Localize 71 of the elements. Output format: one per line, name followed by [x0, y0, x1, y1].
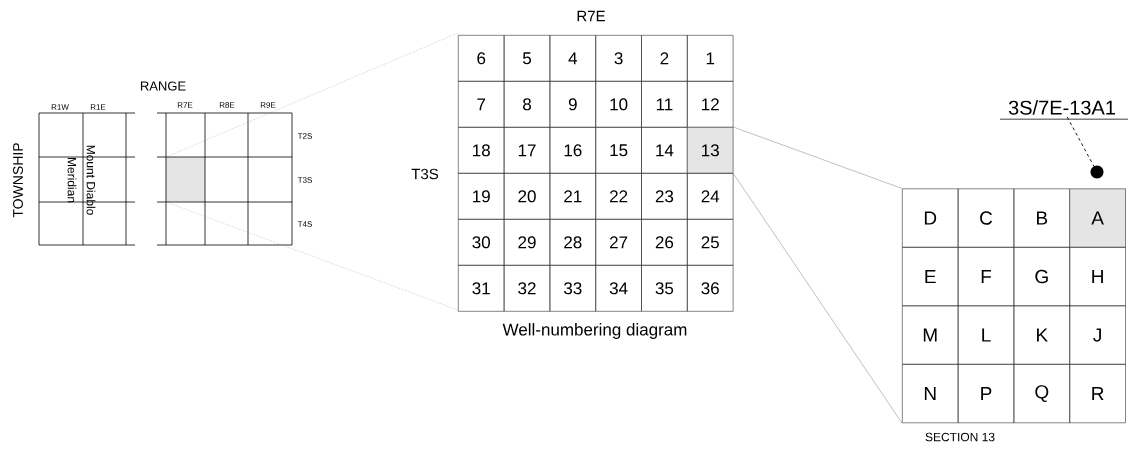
grid-cell: 9: [549, 81, 596, 128]
grid-cell: C: [957, 188, 1015, 248]
grid-cell: 7: [458, 81, 505, 128]
grid-cell: 10: [595, 81, 642, 128]
grid-cell: 24: [687, 173, 734, 220]
grid-cell: L: [957, 305, 1015, 365]
grid-cell: M: [902, 305, 959, 365]
grid-cell: 14: [641, 127, 688, 174]
grid-cell: A: [1069, 188, 1126, 248]
grid-cell: 26: [641, 219, 688, 266]
grid-label: Meridian: [67, 158, 77, 203]
grid-cell: 29: [503, 219, 551, 266]
grid-cell: 23: [641, 173, 688, 220]
grid-label: T3S: [411, 168, 439, 180]
grid-label: T4S: [297, 221, 312, 227]
grid-cell: Q: [1013, 364, 1070, 424]
grid-cell: 8: [503, 81, 551, 128]
grid-cell: 11: [641, 81, 688, 128]
grid-cell: P: [957, 364, 1015, 424]
grid-cell: 36: [687, 265, 734, 312]
grid-cell: 33: [549, 265, 596, 312]
grid-cell: K: [1013, 305, 1070, 365]
grid-cell: 21: [549, 173, 596, 220]
grid-cell: 34: [595, 265, 642, 312]
grid-label: R7E: [577, 10, 605, 22]
grid-cell: 22: [595, 173, 642, 220]
grid-cell: 5: [503, 35, 551, 82]
grid-label: Mount Diablo: [86, 145, 96, 215]
grid-cell: E: [902, 247, 959, 307]
grid-cell: 31: [458, 265, 505, 312]
grid-label: R7E: [177, 102, 193, 108]
grid-label: R8E: [219, 102, 235, 108]
grid-cell: 15: [595, 127, 642, 174]
grid-cell: 3: [595, 35, 642, 82]
grid-cell: 2: [641, 35, 688, 82]
leader-line: [1066, 116, 1095, 167]
grid-label: TOWNSHIP: [13, 143, 23, 218]
grid-cell: 12: [687, 81, 734, 128]
grid-label: SECTION 13: [925, 432, 995, 442]
grid-cell: 32: [503, 265, 551, 312]
grid-cell: 19: [458, 173, 505, 220]
callout-label: 3S/7E-13A1: [999, 100, 1129, 120]
grid-cell: 30: [458, 219, 505, 266]
grid-cell: 20: [503, 173, 551, 220]
grid-label: R9E: [260, 102, 276, 108]
grid-cell: 28: [549, 219, 596, 266]
grid-cell: 35: [641, 265, 688, 312]
grid-cell: R: [1069, 364, 1126, 424]
grid-label: T3S: [297, 177, 312, 183]
grid-cell: G: [1013, 247, 1070, 307]
grid-cell: 18: [458, 127, 505, 174]
grid-label: T2S: [297, 133, 312, 139]
grid-cell: 17: [503, 127, 551, 174]
grid-cell: 13: [687, 127, 734, 174]
grid-cell: 6: [458, 35, 505, 82]
grid-cell: 4: [549, 35, 596, 82]
projection-line: [733, 126, 903, 189]
projection-line: [733, 173, 903, 424]
grid-cell: 16: [549, 127, 596, 174]
grid-cell: N: [902, 364, 959, 424]
grid-label: RANGE: [140, 81, 186, 91]
grid-label: R1E: [90, 104, 106, 110]
grid-cell: J: [1069, 305, 1126, 365]
grid-cell: 25: [687, 219, 734, 266]
grid-cell: D: [902, 188, 959, 248]
grid-cell: H: [1069, 247, 1126, 307]
grid-cell: 1: [687, 35, 734, 82]
grid-cell: F: [957, 247, 1015, 307]
grid-label: Well-numbering diagram: [502, 323, 687, 339]
grid-cell: 27: [595, 219, 642, 266]
grid-label: R1W: [51, 104, 69, 110]
